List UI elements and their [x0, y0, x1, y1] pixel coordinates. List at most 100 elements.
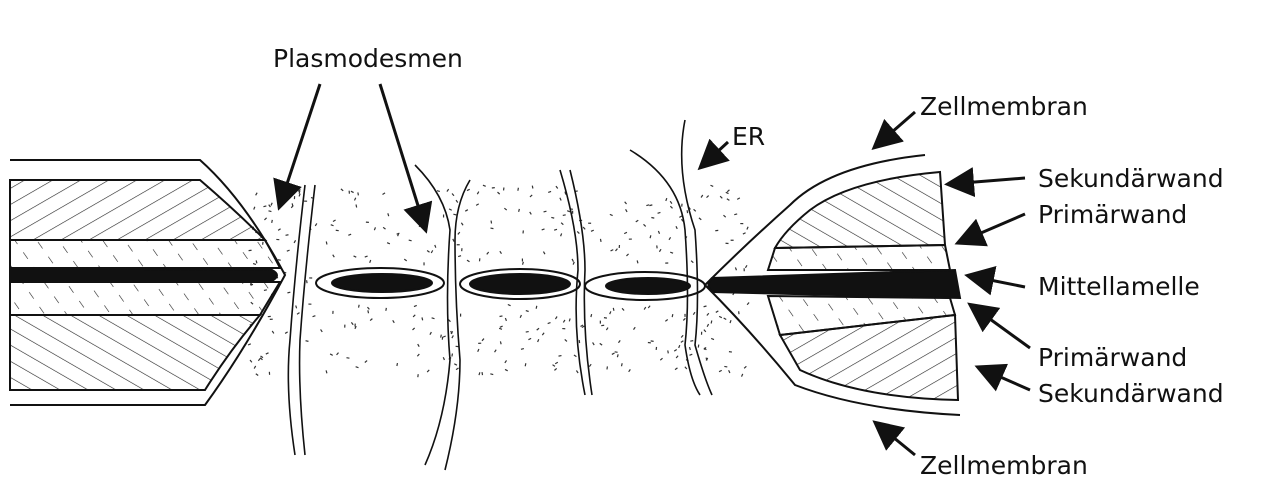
stipple-dot [357, 304, 360, 308]
stipple-dot [295, 305, 298, 309]
stipple-dot [680, 334, 684, 338]
stipple-dot [643, 306, 647, 310]
stipple-dot [635, 219, 639, 223]
stipple-dot [690, 340, 694, 342]
stipple-dot [715, 310, 719, 313]
stipple-dot [633, 326, 636, 330]
stipple-dot [564, 338, 568, 342]
stipple-dot [392, 319, 395, 324]
cytoplasm-stipple [247, 184, 750, 378]
stipple-dot [643, 223, 647, 227]
label-zellmembran-top: Zellmembran [920, 92, 1088, 121]
stipple-dot [298, 193, 301, 197]
stipple-dot [542, 251, 546, 255]
stipple-dot [263, 205, 267, 208]
stipple-dot [740, 373, 744, 377]
stipple-dot [353, 255, 357, 258]
stipple-dot [285, 234, 289, 236]
label-er: ER [732, 122, 766, 151]
stipple-dot [723, 317, 727, 321]
stipple-dot [610, 249, 614, 252]
stipple-dot [255, 373, 259, 377]
stipple-dot [277, 259, 281, 261]
stipple-dot [320, 329, 323, 333]
stipple-dot [247, 343, 252, 346]
label-arrows [273, 83, 1031, 457]
stipple-dot [367, 310, 370, 314]
stipple-dot [706, 195, 710, 199]
stipple-dot [403, 258, 408, 262]
stipple-dot [305, 340, 309, 342]
stipple-dot [547, 321, 551, 325]
stipple-dot [417, 343, 420, 347]
stipple-dot [703, 346, 707, 350]
stipple-dot [689, 353, 693, 356]
stipple-dot [746, 302, 750, 306]
stipple-dot [482, 184, 486, 187]
stipple-dot [430, 250, 434, 254]
stipple-dot [657, 211, 661, 214]
stipple-dot [554, 367, 558, 371]
stipple-dot [451, 335, 454, 339]
stipple-dot [723, 214, 727, 218]
stipple-dot [564, 191, 567, 195]
stipple-dot [614, 351, 618, 353]
stipple-dot [616, 354, 619, 358]
label-sekundaerwand-bottom: Sekundärwand [1038, 379, 1224, 408]
stipple-dot [524, 363, 527, 367]
stipple-dot [625, 209, 628, 213]
stipple-dot [576, 231, 580, 234]
stipple-dot [325, 370, 328, 374]
stipple-dot [552, 364, 556, 367]
stipple-dot [558, 354, 562, 357]
stipple-dot [521, 261, 524, 265]
stipple-dot [455, 367, 459, 371]
stipple-dot [682, 317, 686, 321]
stipple-dot [605, 327, 609, 331]
stipple-dot [455, 199, 459, 203]
stipple-dot [458, 255, 462, 258]
stipple-dot [426, 249, 430, 253]
stipple-dot [726, 189, 730, 193]
stipple-dot [566, 210, 571, 213]
right-cell-wall [703, 154, 962, 416]
stipple-dot [649, 204, 653, 207]
stipple-dot [268, 210, 272, 213]
stipple-dot [668, 236, 672, 241]
stipple-dot [590, 229, 594, 232]
stipple-dot [431, 317, 435, 320]
stipple-dot [525, 330, 529, 333]
stipple-dot [710, 320, 713, 324]
stipple-dot [626, 253, 629, 257]
stipple-dot [340, 188, 344, 192]
stipple-dot [726, 198, 730, 201]
stipple-dot [724, 365, 728, 368]
stipple-dot [744, 264, 748, 269]
stipple-dot [440, 334, 442, 338]
stipple-dot [451, 353, 454, 357]
stipple-dot [412, 327, 416, 331]
stipple-dot [367, 306, 370, 310]
stipple-dot [387, 213, 390, 217]
stipple-dot [416, 353, 420, 357]
stipple-dot [684, 366, 688, 370]
stipple-dot [706, 323, 710, 328]
stipple-dot [612, 307, 615, 311]
stipple-dot [353, 197, 357, 201]
stipple-dot [529, 211, 532, 215]
stipple-dot [554, 361, 559, 365]
stipple-dot [287, 291, 291, 294]
stipple-dot [572, 261, 575, 265]
stipple-dot [562, 214, 566, 217]
stipple-dot [499, 250, 502, 255]
stipple-dot [426, 369, 430, 373]
stipple-dot [385, 307, 387, 311]
stipple-dot [447, 319, 451, 323]
stipple-dot [270, 202, 273, 206]
stipple-dot [350, 321, 354, 326]
stipple-dot [581, 325, 585, 329]
stipple-dot [519, 314, 522, 319]
plasmodesmata [315, 267, 706, 301]
stipple-dot [255, 192, 258, 196]
